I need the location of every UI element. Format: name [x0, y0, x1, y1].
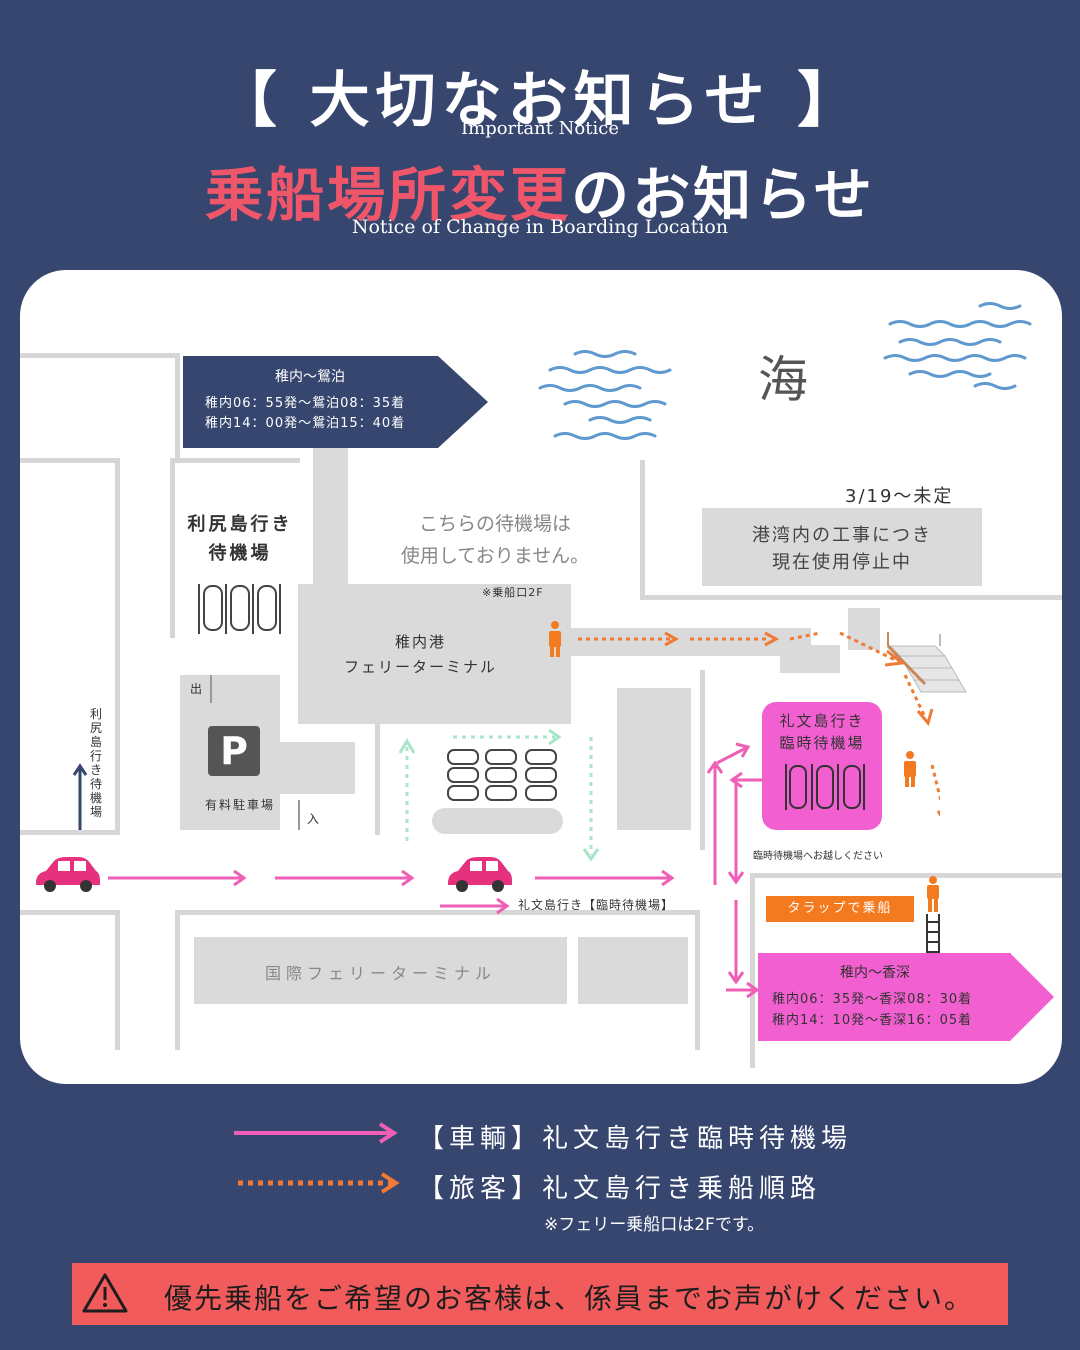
wave-icon — [538, 350, 672, 440]
unused-notice: こちらの待機場は 使用しておりません。 — [400, 513, 590, 567]
construction-notice: 港湾内の工事につき 現在使用停止中 — [752, 525, 932, 573]
route-time-kafuka-1: 稚内06：35発～香深08：30着 — [772, 992, 973, 1007]
road-line — [750, 873, 1062, 878]
route-time-kutsugata-1: 稚内06：55発～鴛泊08：35着 — [205, 396, 406, 411]
headline-red: 乗船場所変更 — [205, 161, 572, 229]
rebun-temp-waiting-label: 礼文島行き 臨時待機場 — [779, 712, 865, 752]
walkway — [848, 608, 880, 650]
headline-white: のお知らせ — [571, 161, 875, 229]
route-title-kafuka: 稚内～香深 — [840, 965, 910, 981]
road-line — [20, 830, 120, 835]
boarding-map: 海 稚内～鴛泊 稚内06：55発～鴛泊08：35着 稚内14：00発～鴛泊15：… — [20, 270, 1062, 1084]
rishiri-vertical-label: 利尻島行き待機場 — [90, 707, 103, 819]
terminal-label: 稚内港 フェリーターミナル — [343, 633, 497, 676]
warning-icon — [82, 1273, 128, 1313]
car-icon — [36, 857, 100, 892]
unused-route-line — [398, 728, 600, 862]
route-title-kutsugata: 稚内～鴛泊 — [275, 369, 345, 385]
road-line — [115, 458, 120, 833]
person-icon — [549, 621, 561, 657]
intl-terminal-building — [194, 937, 567, 1004]
gangway-label: タラップで乗船 — [766, 896, 914, 922]
sea-label: 海 — [758, 351, 808, 409]
road-line — [20, 353, 180, 358]
parking-gate — [298, 800, 300, 830]
vehicle-route-line — [108, 742, 765, 999]
ladder-icon — [926, 876, 940, 954]
rishiri-waiting-label: 利尻島行き 待機場 — [187, 514, 293, 564]
route-sign-kafuka — [758, 953, 1054, 1041]
road-line — [640, 595, 1062, 600]
stairs-icon — [886, 632, 967, 693]
wave-icon — [883, 302, 1032, 390]
arrow-up-icon — [72, 763, 88, 830]
boarding-floor-note: ※フェリー乗船口は2Fです。 — [544, 1215, 765, 1235]
passenger-legend-label: 【旅客】礼文島行き乗船順路 — [418, 1174, 822, 1204]
car-parking-icon — [785, 764, 865, 810]
boarding-2f-note: ※乗船口2F — [482, 586, 544, 599]
parking-gate — [210, 675, 212, 703]
car-parking-icon — [198, 584, 281, 634]
priority-alert-banner: 優先乗船をご希望のお客様は、係員までお声がけください。 — [72, 1263, 1008, 1325]
intl-terminal-label: 国際フェリーターミナル — [264, 964, 496, 983]
road-line — [750, 873, 755, 1068]
intl-terminal-annex — [578, 937, 688, 1004]
road-line — [175, 353, 180, 458]
road-line — [695, 910, 700, 1050]
side-building — [617, 688, 691, 830]
notice-title: 【 大切なお知らせ 】 — [216, 66, 864, 136]
car-parking-icon — [447, 749, 557, 801]
priority-alert-text: 優先乗船をご希望のお客様は、係員までお声がけください。 — [164, 1282, 975, 1315]
walkway — [780, 645, 840, 673]
route-sign-kutsugata — [183, 356, 488, 448]
construction-area — [702, 508, 982, 586]
road-line — [700, 670, 705, 850]
route-time-kutsugata-2: 稚内14：00発～鴛泊15：40着 — [205, 416, 406, 431]
headline: 乗船場所変更のお知らせ — [0, 148, 1080, 232]
passenger-route-line — [578, 631, 940, 817]
parking-icon: P — [208, 726, 260, 776]
passenger-legend-line — [238, 1172, 400, 1194]
road-line — [115, 910, 120, 1050]
rebun-arrow-label: 礼文島行き【臨時待機場】 — [518, 898, 675, 912]
parking-annex — [278, 742, 355, 794]
notice-title-en: Important Notice — [461, 118, 619, 139]
road-line — [20, 910, 120, 915]
ferry-terminal-building — [298, 584, 571, 724]
road-line — [375, 700, 380, 835]
road-line — [640, 460, 645, 595]
road-line — [175, 910, 180, 1050]
island-divider — [432, 808, 563, 834]
parking-exit: 出 — [190, 682, 203, 696]
parking-entrance: 入 — [307, 812, 320, 826]
person-icon — [904, 751, 916, 787]
headline-en: Notice of Change in Boarding Location — [351, 216, 729, 238]
proceed-notice: 臨時待機場へお越しください — [753, 851, 883, 862]
road-line — [170, 458, 175, 638]
car-icon — [448, 857, 512, 892]
road-line — [175, 910, 700, 915]
pier-connector — [313, 445, 348, 585]
vehicle-legend-line — [234, 1122, 398, 1144]
road-line — [20, 458, 120, 463]
construction-date: 3/19～未定 — [845, 486, 954, 507]
route-time-kafuka-2: 稚内14：10発～香深16：05着 — [772, 1013, 973, 1028]
road-line — [170, 458, 300, 463]
parking-label: 有料駐車場 — [205, 798, 276, 812]
vehicle-legend-label: 【車輌】礼文島行き臨時待機場 — [418, 1124, 853, 1154]
